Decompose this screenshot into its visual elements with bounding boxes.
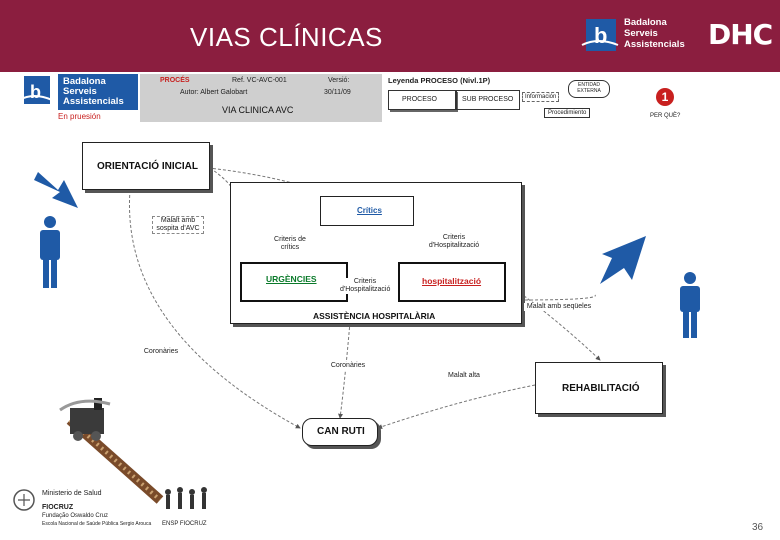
date-label: 30/11/09 [324, 89, 351, 96]
orientacio-box[interactable]: ORIENTACIÓ INICIAL [82, 142, 210, 190]
ministerio-logo: Ministerio de Salud FIOCRUZ Fundação Osw… [12, 486, 151, 532]
person-left-icon [40, 216, 60, 288]
ministerio-label: Ministerio de Salud [42, 490, 102, 497]
legend-status: En pruesión [58, 112, 101, 121]
escola-label: Escola Nacional de Saúde Pública Sergio … [42, 521, 152, 527]
legend-org-name-box: Badalona Serveis Assistencials [58, 74, 138, 110]
legend-title: Leyenda PROCESO (Nivl.1P) [388, 76, 491, 85]
legend-entidad-box [568, 80, 610, 98]
label-malalt-sospita: Malalt amb sospita d'AVC [152, 216, 204, 234]
label-criteris-critics: Criteris de crítics [268, 236, 312, 252]
legend-org-line-2: Serveis [63, 86, 97, 97]
can-ruti-label: CAN RUTI [317, 426, 365, 437]
blue-arrow-left-icon [34, 172, 78, 208]
ensp-logo: ENSP FIOCRUZ [158, 484, 214, 534]
badalona-logo-mark: b [581, 19, 619, 51]
legend-entidad: ENTIDAD EXTERNA [577, 82, 601, 94]
legend-proceso-label: PROCESO [402, 96, 438, 103]
author-label: Autor: Albert Galobart [180, 89, 248, 96]
page-title: VIAS CLÍNICAS [190, 22, 383, 52]
legend-subproceso-box [456, 90, 520, 110]
badalona-logo-line-1: Badalona [624, 17, 667, 28]
label-malalt-rehab: Malalt alta [440, 372, 488, 380]
bsa-logo: DHC [708, 18, 773, 51]
badalona-logo-letter: b [594, 23, 607, 48]
urgencies-box[interactable]: URGÈNCIES [240, 262, 348, 302]
ref-label: Ref. VC-AVC-001 [232, 77, 287, 84]
critics-box[interactable]: Crítics [320, 196, 414, 226]
label-coronaries-left: Coronàries [140, 348, 182, 356]
legend-strip: b Badalona Serveis Assistencials En prue… [18, 74, 698, 124]
badalona-logo-line-3: Assistencials [624, 39, 685, 50]
rehabilitacio-box[interactable]: REHABILITACIÓ [535, 362, 663, 414]
legend-org-line-3: Assistencials [63, 96, 124, 107]
orientacio-label: ORIENTACIÓ INICIAL [97, 161, 198, 172]
train-illustration [59, 398, 164, 504]
proces-label: PROCÉS [160, 77, 190, 84]
legend-org-logo-letter: b [30, 82, 41, 102]
blue-arrow-right-icon [600, 236, 646, 284]
perque-icon: 1 [656, 88, 674, 106]
urgencies-label: URGÈNCIES [266, 274, 317, 284]
legend-org-logo-mark: b [18, 76, 53, 104]
hospitalitzacio-label: hospitalització [422, 276, 482, 286]
via-title: VIA CLINICA AVC [222, 105, 294, 115]
connector-assist-sequeles [519, 294, 596, 301]
label-criteris-hosp-mid: Criteris d'Hospitalització [340, 278, 391, 294]
badalona-logo-line-2: Serveis [624, 28, 658, 39]
header-bar [0, 0, 780, 72]
version-label: Versió: [328, 77, 350, 84]
legend-proceso-box [388, 90, 456, 110]
legend-informacion: Información [522, 92, 560, 102]
process-info-block [140, 74, 382, 122]
hospitalitzacio-box[interactable]: hospitalització [398, 262, 506, 302]
assistencia-label: ASSISTÈNCIA HOSPITALÀRIA [313, 311, 436, 321]
connector-assist-canruti [338, 321, 351, 419]
label-coronaries-mid: Coronàries [328, 362, 368, 370]
fundacao-label: Fundação Oswaldo Cruz [42, 513, 109, 519]
connector-orientacio-canruti [128, 189, 301, 429]
fiocruz-label: FIOCRUZ [42, 504, 74, 511]
page-number: 36 [752, 522, 764, 533]
ministerio-emblem-icon [13, 489, 35, 511]
label-malalt-sequeles: Malalt amb seqüeles [524, 303, 594, 311]
perque-label: PER QUÈ? [650, 113, 681, 119]
critics-label: Crítics [357, 206, 382, 215]
ensp-caption: ENSP FIOCRUZ [162, 521, 207, 527]
legend-procedimiento: Procedimiento [544, 108, 591, 118]
can-ruti-box[interactable]: CAN RUTI [302, 418, 378, 446]
rehabilitacio-label: REHABILITACIÓ [562, 383, 640, 394]
person-right-icon [680, 272, 700, 338]
connector-rehab-canruti [377, 384, 536, 430]
label-criteris-hosp-top: Criteris d'Hospitalització [426, 234, 482, 250]
ensp-figures-icon [165, 487, 207, 509]
connector-orientacio-rehab [207, 167, 601, 361]
legend-subproceso-label: SUB PROCESO [462, 96, 514, 103]
legend-org-line-1: Badalona [63, 76, 106, 87]
badalona-logo: b Badalona Serveis Assistencials [580, 15, 702, 55]
